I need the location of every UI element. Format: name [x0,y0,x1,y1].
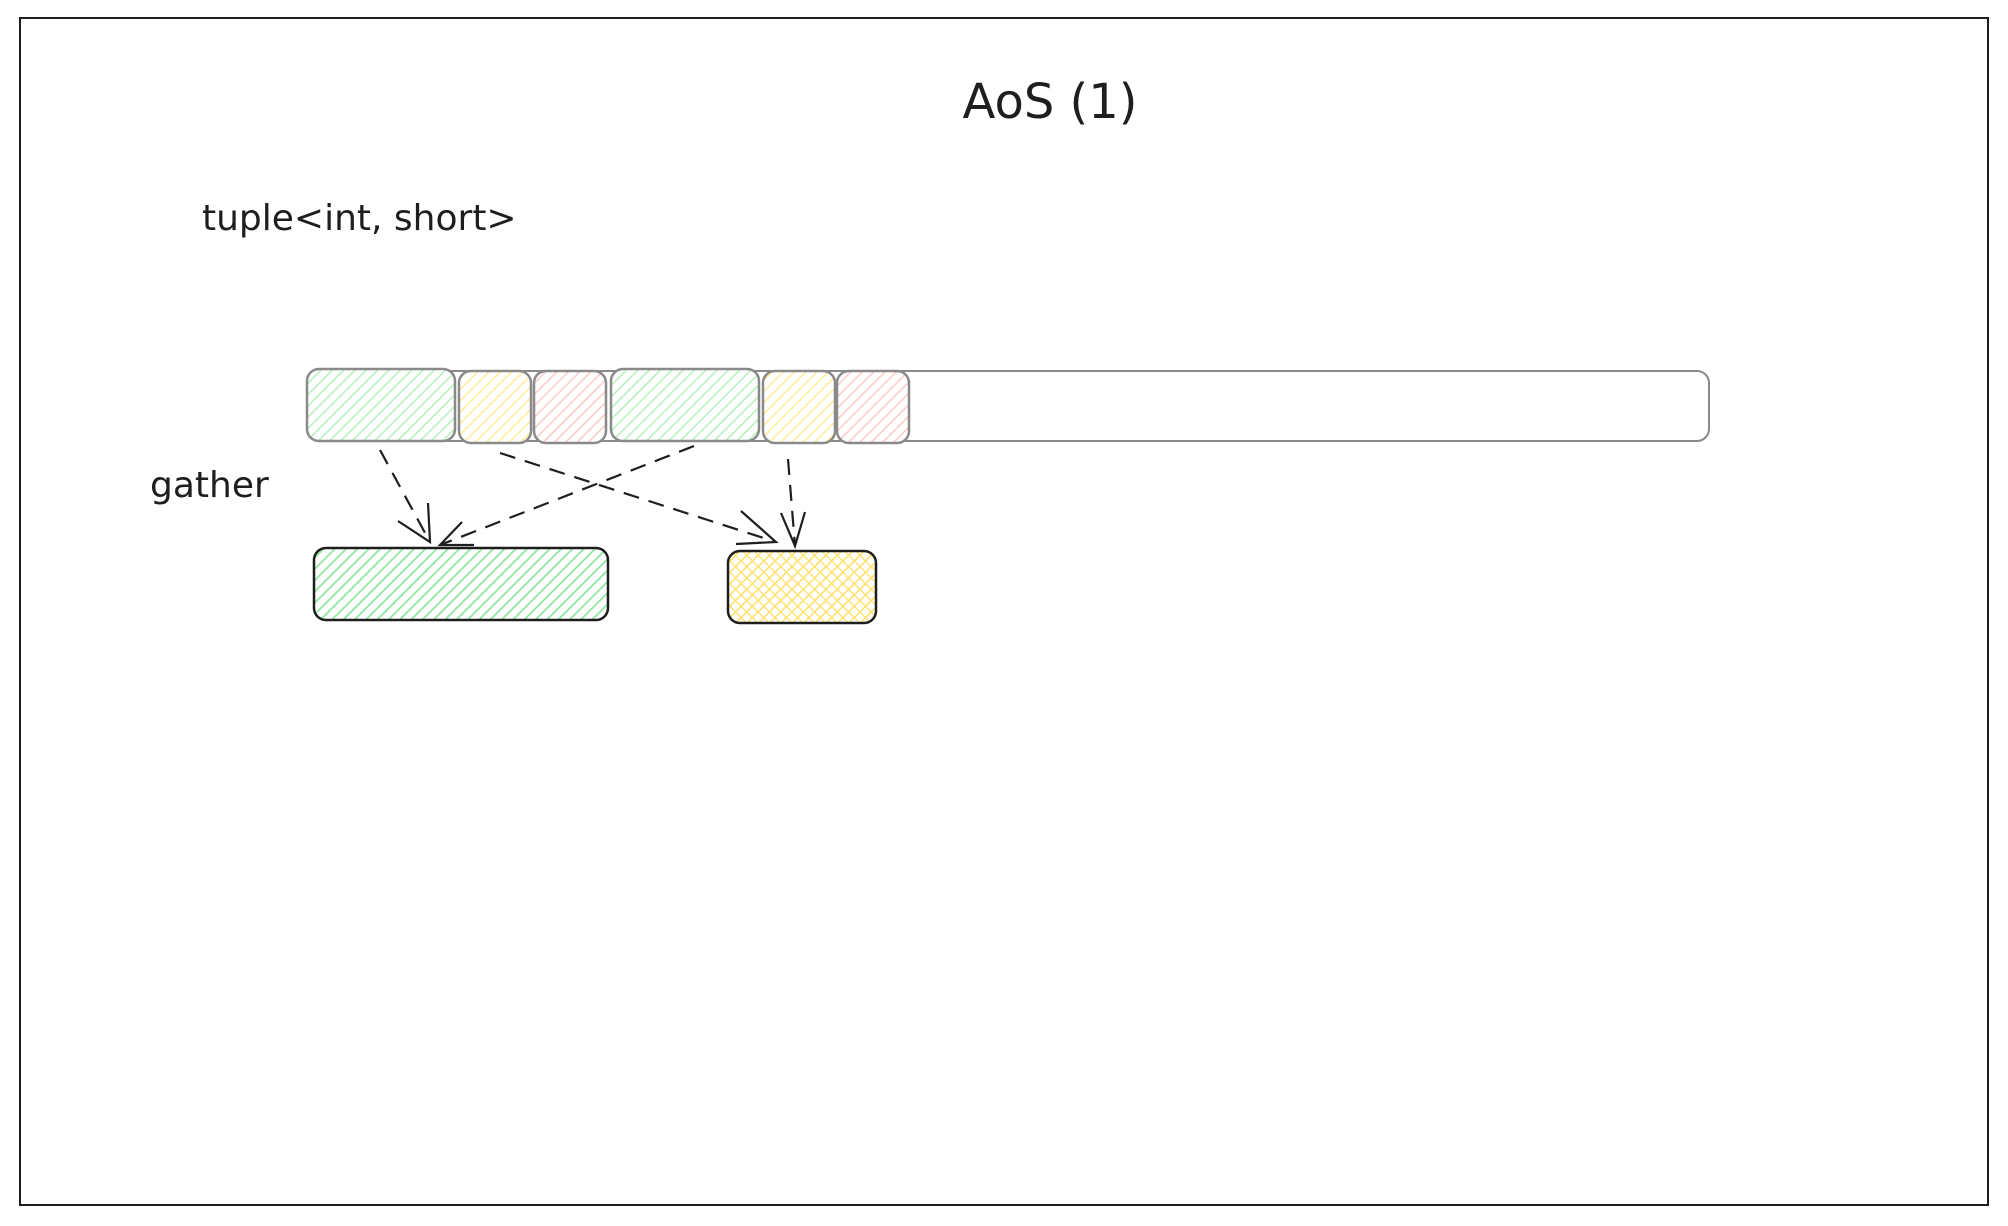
memory-cell-int-1 [305,367,457,443]
memory-cell-padding-2 [835,369,911,445]
memory-cell-short-2 [761,369,837,445]
arrowhead-short-2 [779,511,807,550]
gather-arrow-short-1 [499,451,777,544]
memory-strip [305,367,1710,445]
result-register-short [726,549,878,625]
gather-arrow-int-1 [379,449,431,543]
gather-arrows [379,444,807,550]
gather-arrow-short-2 [786,458,797,547]
arrowhead-int-1 [397,502,432,545]
gather-label: gather [150,465,269,506]
memory-cell-short-1 [457,369,533,445]
frame-border [19,17,1989,1206]
type-label: tuple<int, short> [202,198,517,239]
gather-arrow-int-2 [439,444,695,547]
memory-cell-padding-1 [532,369,608,445]
memory-cell-int-2 [609,367,761,443]
arrowhead-short-1 [735,510,779,546]
arrowhead-int-2 [437,521,474,547]
diagram-title: AoS (1) [962,74,1137,130]
result-register-int [312,546,610,622]
